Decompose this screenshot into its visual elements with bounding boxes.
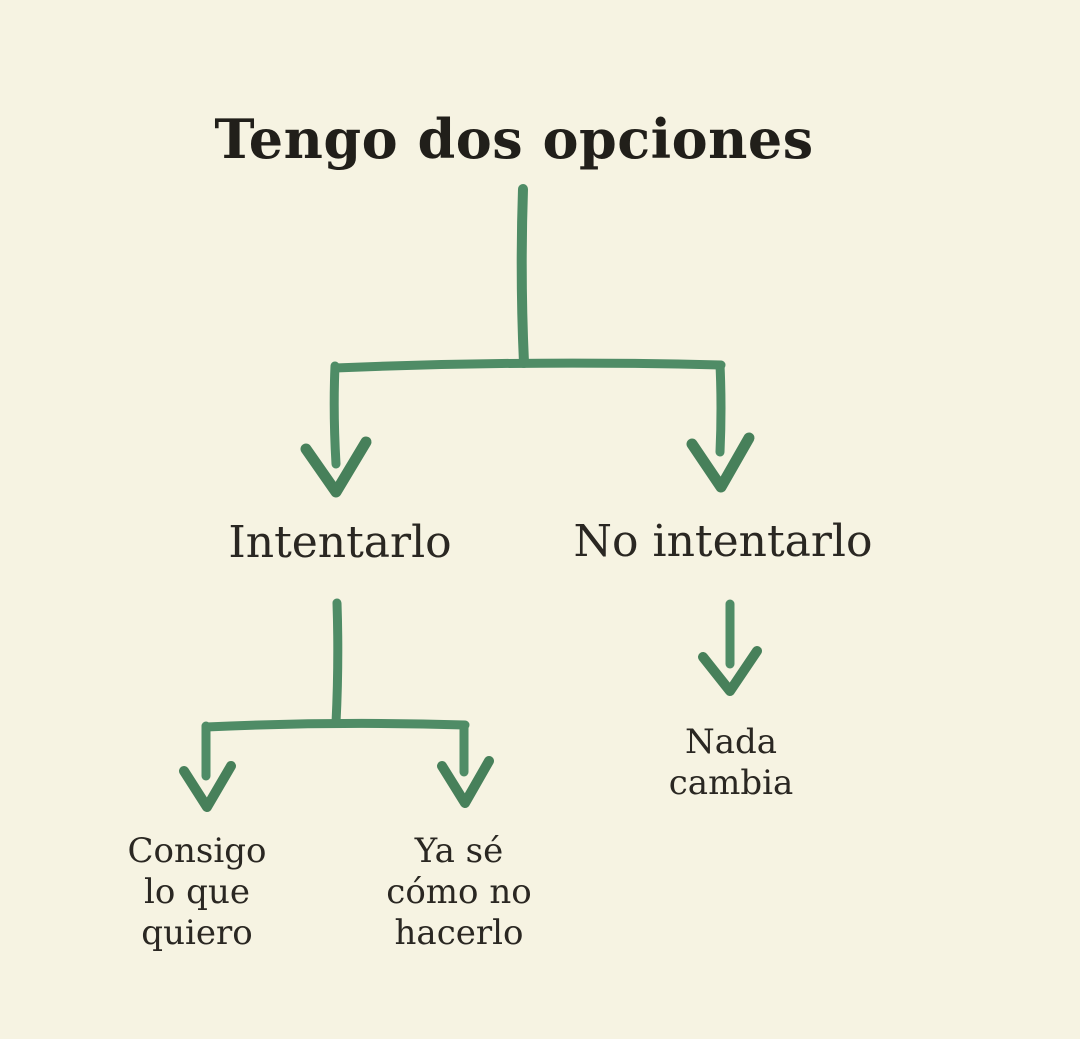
node-consigo-line: lo que (144, 872, 250, 912)
sub-branch-right-arrowhead-icon (437, 756, 494, 808)
sub-branch-horizontal-line (201, 718, 470, 732)
trunk-line (516, 184, 529, 368)
node-intentarlo: Intentarlo (228, 517, 452, 568)
node-nada-cambia: Nada cambia (669, 722, 793, 804)
node-consigo-line: Consigo (127, 831, 267, 871)
node-ya-se-como-no-hacerlo: Ya sé cómo no hacerlo (386, 831, 531, 954)
branch-left-arrowhead-icon (300, 436, 372, 498)
sub-branch-left-arrowhead-icon (179, 761, 236, 812)
sub-trunk-line (331, 598, 343, 728)
no-try-arrowhead-icon (698, 646, 762, 696)
node-ya-se-line: Ya sé (414, 831, 504, 871)
node-consigo-line: quiero (141, 913, 253, 953)
node-consigo-lo-que-quiero: Consigo lo que quiero (128, 831, 267, 954)
branch-right-arrowhead-icon (686, 432, 755, 493)
diagram-title: Tengo dos opciones (214, 107, 814, 171)
node-ya-se-line: hacerlo (394, 913, 524, 953)
branch-horizontal-line (330, 358, 726, 373)
branch-right-drop-line (715, 360, 726, 457)
node-ya-se-line: cómo no (386, 872, 532, 912)
node-nada-cambia-line: Nada (684, 722, 778, 762)
node-nada-cambia-line: cambia (668, 763, 794, 803)
branch-left-drop-line (329, 361, 341, 469)
node-no-intentarlo: No intentarlo (573, 516, 873, 567)
